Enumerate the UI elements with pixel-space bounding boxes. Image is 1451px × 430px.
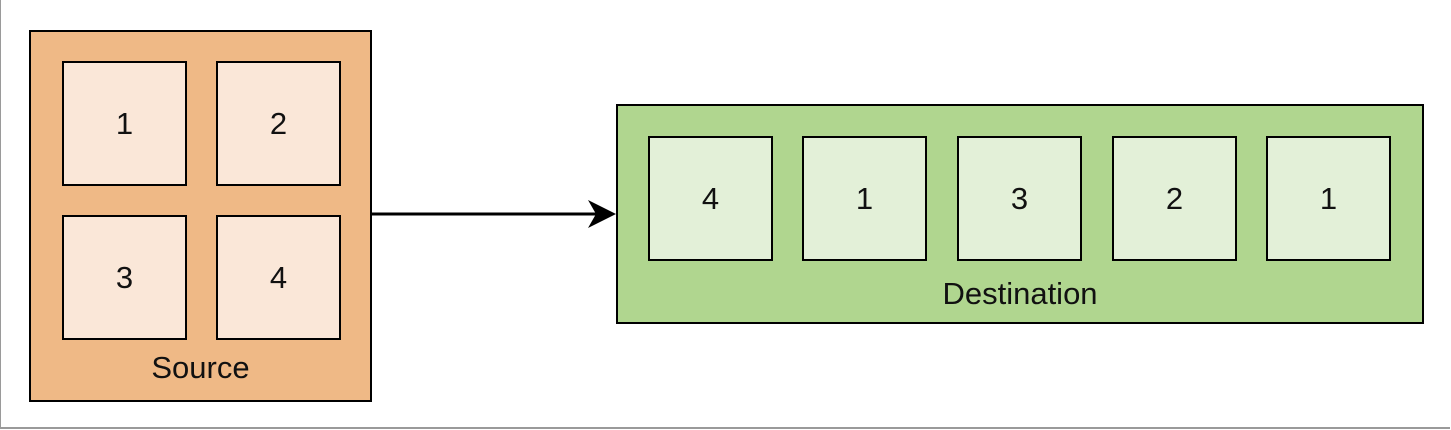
destination-cell-3: 3	[957, 136, 1082, 261]
destination-cell-1: 4	[648, 136, 773, 261]
source-cell-3: 3	[62, 215, 187, 340]
destination-cell-2: 1	[802, 136, 927, 261]
destination-cell-4: 2	[1112, 136, 1237, 261]
source-cell-1: 1	[62, 61, 187, 186]
source-container: 1 2 3 4 Source	[29, 30, 372, 402]
source-cell-2: 2	[216, 61, 341, 186]
destination-label: Destination	[942, 276, 1098, 311]
arrow-head-icon	[588, 200, 616, 228]
destination-container: 4 1 3 2 1 Destination	[616, 104, 1424, 324]
source-cell-4: 4	[216, 215, 341, 340]
source-label: Source	[151, 350, 250, 385]
destination-cell-5: 1	[1266, 136, 1391, 261]
